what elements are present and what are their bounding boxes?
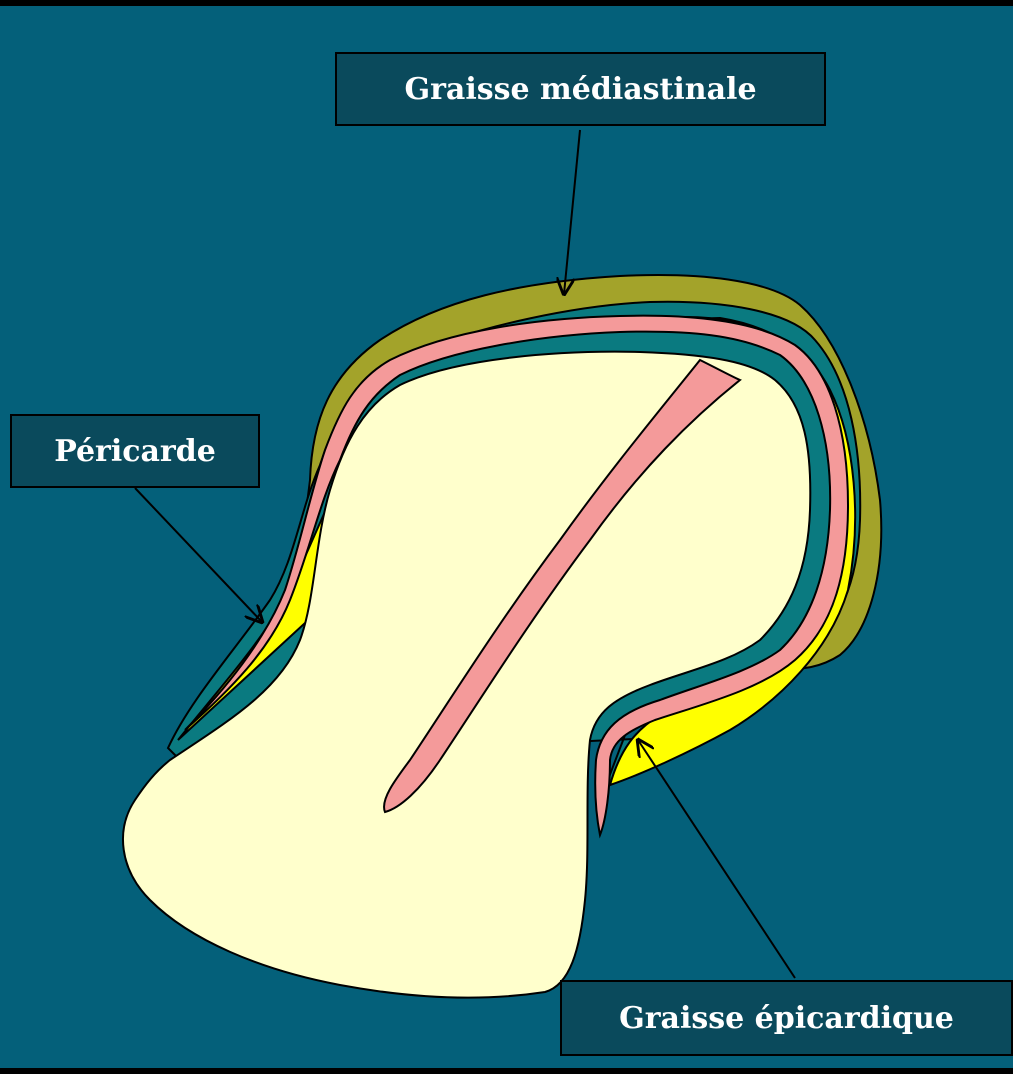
arrow-epicardial-fat (638, 740, 795, 978)
heart-layers-diagram (0, 6, 1013, 1068)
pericardium-label: Péricarde (10, 414, 260, 488)
arrow-pericardium (135, 488, 262, 622)
epicardial-fat-label: Graisse épicardique (560, 980, 1013, 1056)
mediastinal-fat-label: Graisse médiastinale (335, 52, 826, 126)
arrow-mediastinal-fat (564, 130, 580, 294)
diagram-canvas: Graisse médiastinale Péricarde Graisse é… (0, 6, 1013, 1068)
